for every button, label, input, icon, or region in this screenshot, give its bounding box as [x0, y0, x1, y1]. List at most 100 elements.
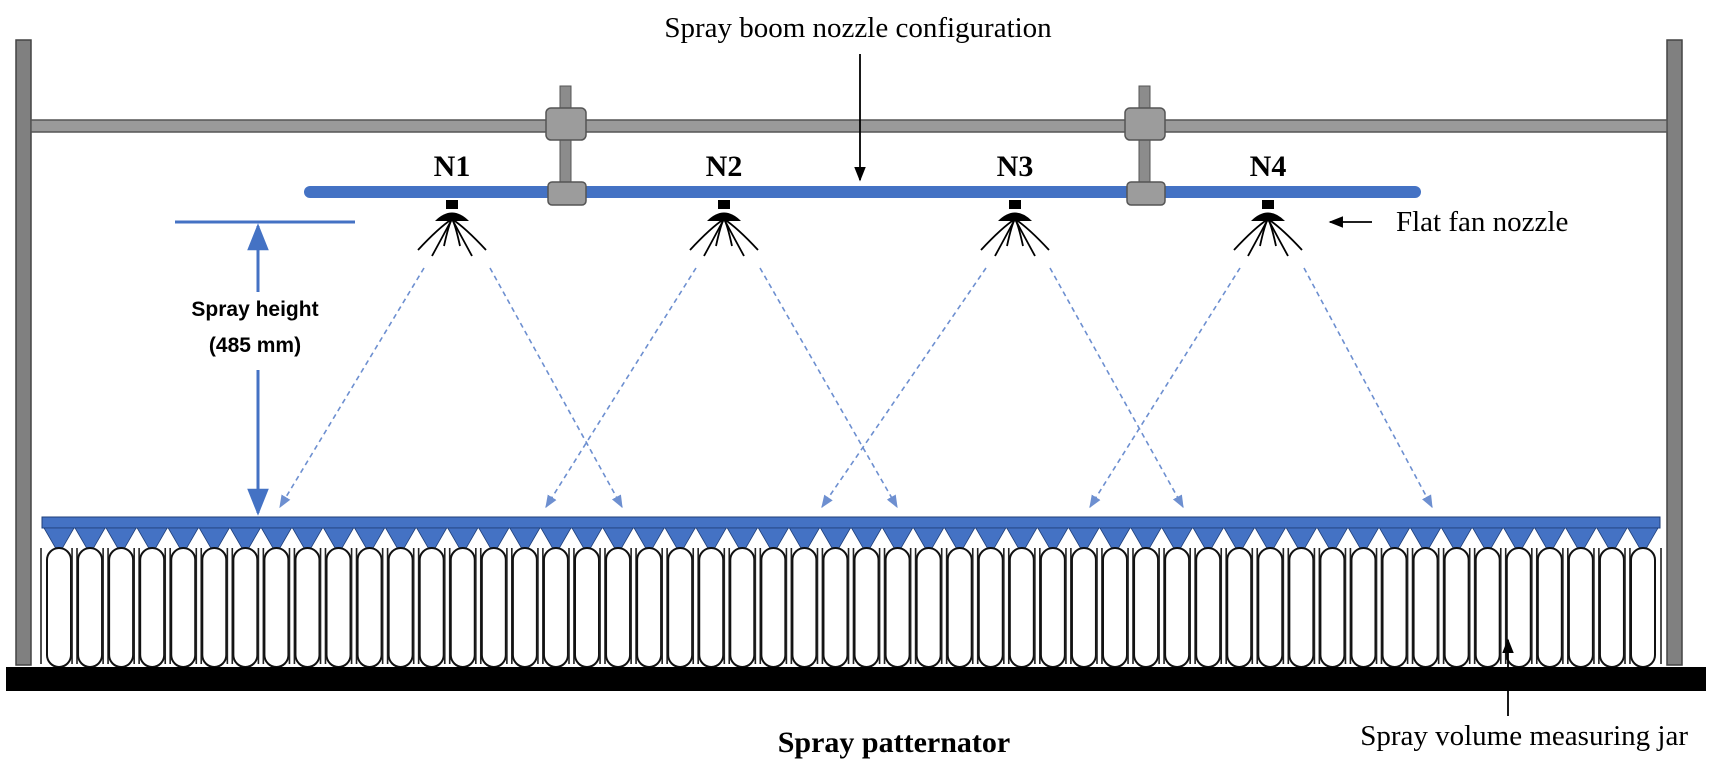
funnel [416, 527, 448, 555]
funnel [509, 527, 541, 555]
measuring-jar [40, 547, 78, 668]
measuring-jar [1158, 547, 1196, 668]
measuring-jar [1096, 547, 1134, 668]
measuring-jar [1251, 547, 1290, 668]
funnel [291, 527, 324, 555]
funnel [1627, 527, 1659, 555]
spray-fan-lines [279, 267, 1433, 509]
funnel [198, 527, 230, 555]
measuring-jar [257, 547, 296, 668]
flat-fan-nozzle-label: Flat fan nozzle [1396, 206, 1568, 238]
measuring-jar [692, 547, 731, 668]
funnel [1347, 527, 1380, 555]
funnel [912, 527, 945, 555]
funnel [136, 527, 168, 555]
funnel [819, 527, 852, 555]
measuring-jar [754, 547, 793, 668]
funnel [105, 527, 137, 555]
spray-fan-line-2 [489, 267, 623, 509]
funnel [602, 527, 634, 555]
funnel [944, 527, 976, 555]
spray-fan-line-5 [821, 267, 987, 509]
measuring-jar [1531, 547, 1569, 668]
measuring-jar [1220, 547, 1259, 668]
funnel [1316, 527, 1349, 555]
funnel [1192, 527, 1224, 555]
nozzle-label-n1: N1 [434, 150, 471, 183]
funnel [1565, 527, 1597, 555]
measuring-jar [1624, 547, 1662, 668]
spray-fan-line-4 [759, 267, 898, 509]
funnel [260, 527, 293, 555]
diagram-title: Spray boom nozzle configuration [664, 12, 1052, 44]
funnel [1409, 527, 1442, 555]
measuring-jar [288, 547, 327, 668]
measuring-jar [475, 547, 513, 668]
funnel [540, 527, 572, 555]
measuring-jar [319, 547, 358, 668]
patternator-funnels [43, 527, 1659, 555]
funnel [975, 527, 1007, 555]
hanger-right-clamp-top [1124, 107, 1166, 141]
measuring-jar [878, 547, 917, 668]
spray-height-label: Spray height [191, 298, 318, 321]
measuring-jar [1127, 547, 1165, 668]
funnel [1130, 527, 1162, 555]
measuring-jar [599, 547, 637, 668]
measuring-jar [1313, 547, 1352, 668]
funnel [1534, 527, 1566, 555]
funnel [1068, 527, 1100, 555]
measuring-jar [195, 547, 234, 668]
measuring-jar [909, 547, 948, 668]
nozzle-label-n4: N4 [1250, 150, 1287, 183]
funnel [664, 527, 696, 555]
funnel [384, 527, 417, 555]
measuring-jar [102, 547, 140, 668]
measuring-jar [1065, 547, 1103, 668]
funnel [353, 527, 386, 555]
measuring-jar [1034, 547, 1072, 668]
funnel [633, 527, 665, 555]
measuring-jar [71, 547, 109, 668]
funnel [571, 527, 603, 555]
measuring-jar [1003, 547, 1041, 668]
funnel [447, 527, 479, 555]
nozzle-label-n3: N3 [997, 150, 1034, 183]
measuring-jar [226, 547, 265, 668]
spray-fan-line-8 [1303, 267, 1433, 509]
measuring-jar-label: Spray volume measuring jar [1360, 720, 1688, 752]
funnel [850, 527, 883, 555]
funnel [695, 527, 727, 555]
patternator-label: Spray patternator [778, 726, 1010, 759]
boom-clamp-left [547, 181, 587, 206]
funnel [1161, 527, 1193, 555]
flat-fan-nozzle-4 [1233, 200, 1303, 257]
funnel [1440, 527, 1473, 555]
right-post [1666, 39, 1683, 666]
spray-fan-line-3 [545, 267, 697, 509]
funnel [1037, 527, 1069, 555]
patternator-base [6, 667, 1706, 691]
flat-fan-nozzle-3 [980, 200, 1050, 257]
measuring-jar [1375, 547, 1414, 668]
measuring-jar [661, 547, 699, 668]
funnel [1006, 527, 1038, 555]
measuring-jar [971, 547, 1010, 668]
measuring-jar [1406, 547, 1445, 668]
measuring-jar [443, 547, 482, 668]
measuring-jar [1437, 547, 1476, 668]
top-rail [30, 119, 1668, 133]
measuring-jar [133, 547, 171, 668]
measuring-jar [1189, 547, 1227, 668]
measuring-jar [1344, 547, 1383, 668]
funnel [1503, 527, 1535, 555]
funnel [726, 527, 758, 555]
measuring-jars [40, 547, 1662, 668]
measuring-jar [847, 547, 886, 668]
measuring-jar [164, 547, 203, 668]
funnel [757, 527, 790, 555]
measuring-jar [723, 547, 762, 668]
spray-height-value: (485 mm) [209, 334, 301, 357]
spray-fan-line-7 [1089, 267, 1241, 509]
hanger-left-clamp-top [545, 107, 587, 141]
